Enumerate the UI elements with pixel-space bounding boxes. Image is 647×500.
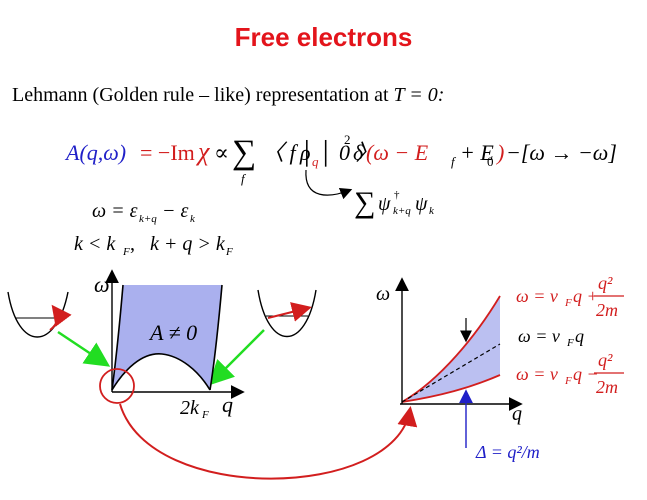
- middle-dashed-line: [401, 343, 501, 403]
- gap-label: Δ = q²/m: [475, 442, 540, 462]
- rho-expansion-arrow: [305, 169, 353, 200]
- middle-label-rest: q: [575, 326, 584, 346]
- middle-line-label: ω = v F q: [518, 326, 584, 349]
- rho-expansion-sub1: k+q: [393, 205, 411, 217]
- left-y-label: ω: [94, 272, 110, 297]
- upper-curve: [401, 295, 501, 403]
- rho-expansion-dagger: †: [394, 189, 400, 201]
- main-arg: (ω − E: [366, 140, 429, 165]
- main-sq: 2: [344, 132, 351, 147]
- zoom-circle: [99, 368, 135, 404]
- lower-label-sub: F: [564, 375, 572, 387]
- omega-definition: ω = ε k+q − ε k: [92, 200, 196, 225]
- middle-label-sub: F: [566, 337, 574, 349]
- omega-def-sub1: k+q: [139, 213, 157, 225]
- upper-frac-num: q²: [598, 273, 613, 293]
- right-shaded-region: [402, 296, 500, 402]
- intro-text-main: Lehmann (Golden rule – like) representat…: [12, 84, 389, 106]
- lower-label-main: ω = v: [516, 364, 558, 384]
- cond2: k + q > k: [150, 233, 226, 255]
- main-arg-plus: + E: [460, 140, 494, 165]
- upper-frac-den: 2m: [596, 300, 618, 320]
- rho-expansion: ∑ ψ † k+q ψ k: [354, 186, 435, 219]
- omega-def: ω = ε: [92, 200, 138, 222]
- main-lhs: A(q,ω): [64, 140, 126, 165]
- lower-curve-label: ω = v F q − q² 2m: [516, 350, 624, 397]
- main-arg-close: ): [495, 140, 504, 165]
- intro-condition: T = 0:: [393, 84, 445, 106]
- main-ket: │ 0 〉: [320, 139, 378, 167]
- rho-expansion-psi2: ψ: [415, 193, 428, 215]
- lower-curve: [401, 374, 501, 403]
- cond1-comma: ,: [130, 233, 135, 255]
- green-arrow-left: [57, 330, 111, 367]
- slide-title: Free electrons: [234, 22, 413, 52]
- middle-label-main: ω = v: [518, 326, 560, 346]
- main-tail: −[ω → −ω]: [506, 140, 617, 165]
- left-plot: ω q 2k F A ≠ 0: [94, 269, 245, 421]
- main-sum-sub: f: [241, 171, 247, 186]
- main-chi: χ: [195, 137, 210, 166]
- main-bra: 〈 f │: [262, 139, 315, 167]
- main-rho: ρ: [299, 140, 311, 165]
- right-x-label: q: [512, 403, 522, 425]
- cond2-sub: F: [225, 246, 233, 258]
- main-arg-0: 0: [487, 154, 494, 169]
- lower-frac-den: 2m: [596, 377, 618, 397]
- left-x-label: q: [222, 392, 233, 417]
- main-delta: δ: [353, 140, 364, 165]
- upper-label-main: ω = v: [516, 286, 558, 306]
- zoom-arrow: [119, 403, 418, 480]
- left-tick-2kf: 2k: [180, 397, 200, 419]
- upper-label-rest: q +: [573, 286, 599, 306]
- left-tick-sub: F: [201, 409, 209, 421]
- lower-label-rest: q −: [573, 364, 599, 384]
- intro-text: Lehmann (Golden rule – like) representat…: [12, 84, 444, 107]
- omega-def-minus: − ε: [162, 200, 188, 222]
- rho-expansion-psi1: ψ: [378, 193, 391, 215]
- right-plot: ω q ω = v F q + q² 2m ω = v F q ω = v F …: [376, 273, 624, 462]
- excitation-arrow-right: [267, 302, 312, 322]
- right-y-label: ω: [376, 283, 390, 305]
- region-label: A ≠ 0: [148, 320, 197, 345]
- lower-frac-num: q²: [598, 350, 613, 370]
- rho-expansion-sum: ∑: [354, 186, 375, 219]
- main-eq: = −Im: [140, 140, 195, 165]
- small-parabola-right: [257, 289, 317, 337]
- small-parabola-left: [7, 291, 72, 338]
- main-arg-f: f: [451, 154, 457, 169]
- cond1-sub: F: [122, 246, 130, 258]
- excitation-arrow-left: [49, 304, 72, 331]
- omega-def-sub2: k: [190, 213, 196, 225]
- main-rho-sub: q: [312, 154, 319, 169]
- upper-label-sub: F: [564, 297, 572, 309]
- green-arrow-right: [208, 329, 265, 386]
- upper-curve-label: ω = v F q + q² 2m: [516, 273, 624, 320]
- continuum-region: [112, 285, 222, 390]
- conditions: k < k F , k + q > k F: [74, 233, 233, 258]
- rho-expansion-sub2: k: [429, 205, 435, 217]
- main-prop: ∝: [214, 140, 229, 165]
- main-formula: A(q,ω) = −Im χ ∝ ∑ f 〈 f │ ρ q │ 0 〉 2 δ…: [64, 132, 617, 186]
- cond1: k < k: [74, 233, 116, 255]
- main-sum: ∑: [232, 134, 256, 171]
